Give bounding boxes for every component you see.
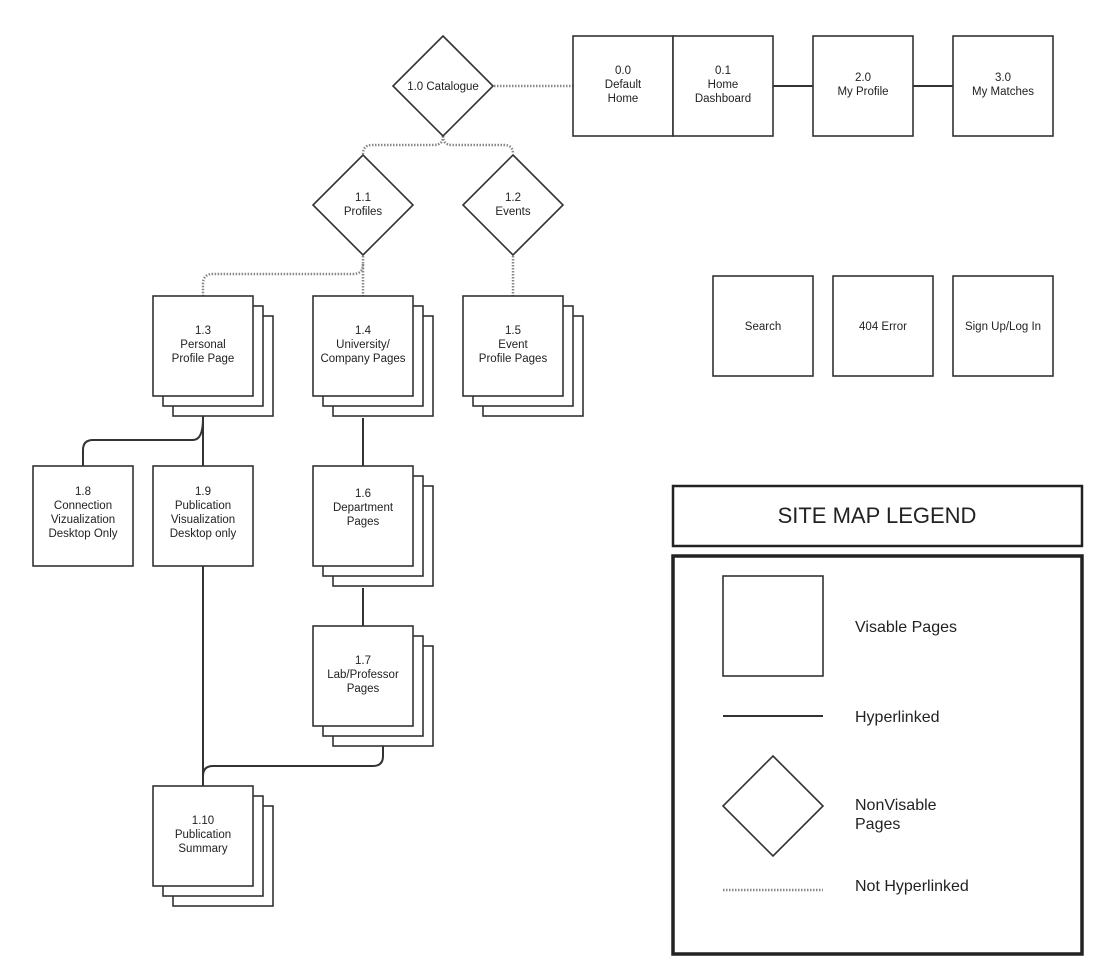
connector-profiles-personal xyxy=(201,263,365,296)
label-line: My Profile xyxy=(837,86,888,98)
legend-hyperlinked-label: Hyperlinked xyxy=(855,709,939,726)
signup-login-label: Sign Up/Log In xyxy=(965,321,1041,333)
label-line: 1.8 xyxy=(75,486,91,498)
connector-lab-summary xyxy=(202,746,384,777)
label-line: Event xyxy=(498,339,528,351)
label-line: Publication xyxy=(175,829,231,841)
legend-nonvisible-label-2: Pages xyxy=(855,816,900,833)
my-matches-box[interactable]: 3.0 My Matches xyxy=(952,35,1054,137)
label-line: Profile Pages xyxy=(479,353,548,365)
label-line: Home xyxy=(608,93,639,105)
label-line: Home xyxy=(708,79,739,91)
label-line: 1.10 xyxy=(192,815,214,827)
label-line: 1.1 xyxy=(355,192,371,204)
my-profile-label: 2.0 My Profile xyxy=(837,72,888,98)
label-line: 2.0 xyxy=(855,72,871,84)
label-line: Pages xyxy=(347,683,380,695)
label-line: 1.3 xyxy=(195,325,211,337)
label-line: Summary xyxy=(178,843,227,855)
label-line: 0.1 xyxy=(715,65,731,77)
label-line: Default xyxy=(605,79,642,91)
label-line: Profile Page xyxy=(172,353,235,365)
legend-not-hyperlinked-label: Not Hyperlinked xyxy=(855,878,969,895)
label-line: Dashboard xyxy=(695,93,751,105)
label-line: Visualization xyxy=(171,514,235,526)
my-profile-box[interactable]: 2.0 My Profile xyxy=(812,35,914,137)
label-line: 1.5 xyxy=(505,325,521,337)
label-line: Department xyxy=(333,502,394,514)
label-line: Company Pages xyxy=(320,353,405,365)
label-line: Pages xyxy=(347,516,380,528)
label-line: 1.7 xyxy=(355,655,371,667)
label-line: Desktop only xyxy=(170,528,237,540)
legend-nonvisible-label-1: NonVisable xyxy=(855,797,937,814)
legend: SITE MAP LEGEND Visable Pages Hyperlinke… xyxy=(671,484,1084,956)
my-matches-label: 3.0 My Matches xyxy=(972,72,1034,98)
error-404-label: 404 Error xyxy=(859,321,907,333)
label-line: 1.6 xyxy=(355,488,371,500)
signup-login-box[interactable]: Sign Up/Log In xyxy=(952,275,1054,377)
legend-visible-page-swatch xyxy=(722,575,824,677)
catalogue-label: 1.0 Catalogue xyxy=(407,81,479,93)
search-box[interactable]: Search xyxy=(712,275,814,377)
label-line: My Matches xyxy=(972,86,1034,98)
label-line: 1.9 xyxy=(195,486,211,498)
label-line: University/ xyxy=(336,339,390,351)
legend-title: SITE MAP LEGEND xyxy=(778,503,977,528)
connector-personal-connection-viz xyxy=(82,417,204,466)
error-404-box[interactable]: 404 Error xyxy=(832,275,934,377)
label-line: 1.4 xyxy=(355,325,372,337)
legend-nonvisible-swatch xyxy=(721,754,825,858)
label-line: Desktop Only xyxy=(48,528,117,540)
legend-visible-pages-label: Visable Pages xyxy=(855,619,957,636)
search-label: Search xyxy=(745,321,781,333)
label-line: Personal xyxy=(180,339,225,351)
legend-title-box xyxy=(671,484,1084,548)
label-line: 0.0 xyxy=(615,65,631,77)
label-line: Profiles xyxy=(344,206,383,218)
label-line: Vizualization xyxy=(51,514,115,526)
connector-catalogue-events xyxy=(441,135,515,155)
label-line: Publication xyxy=(175,500,231,512)
label-line: 3.0 xyxy=(995,72,1011,84)
label-line: 1.2 xyxy=(505,192,521,204)
label-line: Events xyxy=(495,206,530,218)
label-line: Connection xyxy=(54,500,112,512)
catalogue-diamond[interactable]: 1.0 Catalogue xyxy=(391,34,495,138)
label-line: Lab/Professor xyxy=(327,669,399,681)
connector-catalogue-profiles xyxy=(361,135,445,155)
